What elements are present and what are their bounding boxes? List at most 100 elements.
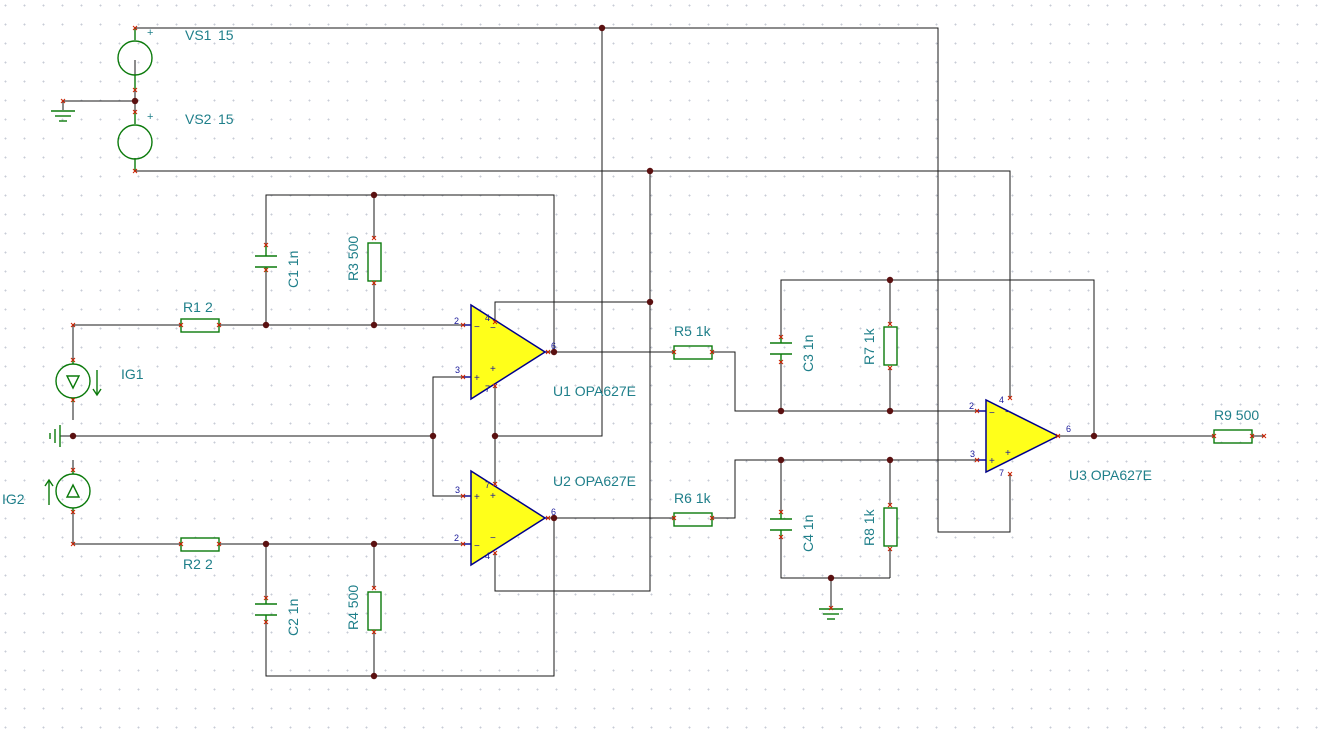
u3-plus-sign: + [989, 456, 995, 467]
voltage-source-vs1[interactable]: + VS1 15 [117, 27, 234, 90]
resistor-r6[interactable]: R6 1k [673, 490, 713, 527]
terminal-marker [70, 397, 76, 403]
terminal-marker [974, 457, 980, 463]
vs1-polarity: + [147, 27, 153, 39]
terminal-marker [132, 87, 138, 93]
vs2-polarity: + [147, 111, 153, 123]
terminal-marker [70, 357, 76, 363]
terminal-marker [1007, 471, 1013, 477]
u2-plus-sign: + [474, 492, 480, 503]
terminal-marker [492, 550, 498, 556]
terminal-marker [709, 349, 715, 355]
u1-pin-noninv: 3 [455, 365, 460, 375]
u2-minus-sign: − [474, 541, 480, 552]
current-source-ig1[interactable]: IG1 [55, 360, 144, 402]
junction-dot [262, 321, 270, 329]
terminal-marker [671, 515, 677, 521]
vs1-value: 15 [218, 27, 234, 43]
junction-dot [886, 407, 894, 415]
opamp-u2[interactable]: 3 2 6 7 4 + − + − U2 OPA627E [454, 469, 636, 567]
terminal-marker [263, 242, 269, 248]
junction-dot [646, 298, 654, 306]
terminal-marker [132, 25, 138, 31]
r2-value: 2 [205, 556, 213, 572]
terminal-marker [1261, 433, 1267, 439]
junction-dot [777, 456, 785, 464]
u1-pin-vpos: 4 [485, 313, 490, 323]
terminal-marker [492, 319, 498, 325]
ig1-name: IG1 [121, 366, 144, 382]
wires [60, 27, 1264, 677]
terminal-marker [492, 383, 498, 389]
u2-pin-vneg: 4 [485, 551, 490, 561]
opamp-u3[interactable]: 2 3 6 4 7 − + − + U3 OPA627E [969, 395, 1152, 483]
terminal-marker [460, 493, 466, 499]
r1-value: 2 [205, 299, 213, 315]
resistor-r1[interactable]: R1 2 [180, 299, 220, 333]
capacitor-c1[interactable]: C1 1n [255, 245, 301, 288]
resistor-r3[interactable]: R3 500 [345, 236, 382, 282]
u3-label: U3 OPA627E [1069, 467, 1152, 483]
u3-pin-noninv: 3 [970, 449, 975, 459]
vs2-value: 15 [218, 111, 234, 127]
opamp-u1[interactable]: 2 3 6 4 7 − + − + U1 OPA627E [454, 303, 636, 401]
u1-vpos-sign: − [490, 323, 496, 334]
u3-vneg-sign: + [1005, 448, 1011, 459]
terminal-marker [70, 322, 76, 328]
junction-dot [598, 24, 606, 32]
terminal-marker [132, 168, 138, 174]
terminal-marker [460, 374, 466, 380]
junction-dot [491, 432, 499, 440]
terminal-marker [545, 515, 551, 521]
u1-label: U1 OPA627E [553, 383, 636, 399]
ground-icon [819, 608, 843, 620]
junction-dot [262, 540, 270, 548]
ground-icon [49, 425, 61, 447]
junction-dot [69, 432, 77, 440]
junction-dot [131, 97, 139, 105]
terminal-marker [887, 321, 893, 327]
u2-pin-vpos: 7 [485, 480, 490, 490]
terminal-marker [492, 481, 498, 487]
junction-dot [886, 456, 894, 464]
c4-label: C4 1n [800, 515, 816, 552]
r5-label: R5 1k [674, 323, 712, 339]
u1-pin-inv: 2 [454, 316, 459, 326]
voltage-source-vs2[interactable]: + VS2 15 [117, 111, 234, 171]
junction-dot [370, 321, 378, 329]
u3-pin-out: 6 [1066, 424, 1071, 434]
terminal-marker [178, 541, 184, 547]
current-source-ig2[interactable]: IG2 [2, 470, 91, 512]
terminal-marker [371, 235, 377, 241]
r6-label: R6 1k [674, 490, 712, 506]
capacitor-c3[interactable]: C3 1n [770, 335, 816, 372]
junction-dot [777, 407, 785, 415]
r1-name: R1 [183, 299, 201, 315]
resistor-r7[interactable]: R7 1k [861, 326, 898, 366]
terminal-marker [371, 280, 377, 286]
resistor-r8[interactable]: R8 1k [861, 507, 898, 547]
junction-dot [646, 167, 654, 175]
terminal-marker [1055, 433, 1061, 439]
u2-vpos-sign: + [490, 491, 496, 502]
pin-markers [60, 25, 1267, 635]
terminal-marker [70, 509, 76, 515]
resistor-r5[interactable]: R5 1k [673, 323, 713, 360]
u1-plus-sign: + [474, 373, 480, 384]
junctions [69, 24, 1098, 680]
terminal-marker [460, 541, 466, 547]
resistor-r2[interactable]: R2 2 [180, 537, 220, 572]
capacitor-c4[interactable]: C4 1n [770, 512, 816, 552]
u1-pin-out: 6 [551, 341, 556, 351]
r2-name: R2 [183, 556, 201, 572]
junction-dot [1090, 432, 1098, 440]
resistor-r4[interactable]: R4 500 [345, 585, 382, 631]
capacitor-c2[interactable]: C2 1n [255, 598, 301, 636]
resistor-r9[interactable]: R9 500 [1213, 407, 1259, 444]
c1-label: C1 1n [285, 251, 301, 288]
terminal-marker [70, 541, 76, 547]
ig2-name: IG2 [2, 491, 25, 507]
junction-dot [370, 191, 378, 199]
terminal-marker [1007, 395, 1013, 401]
u3-pin-vneg: 7 [999, 468, 1004, 478]
